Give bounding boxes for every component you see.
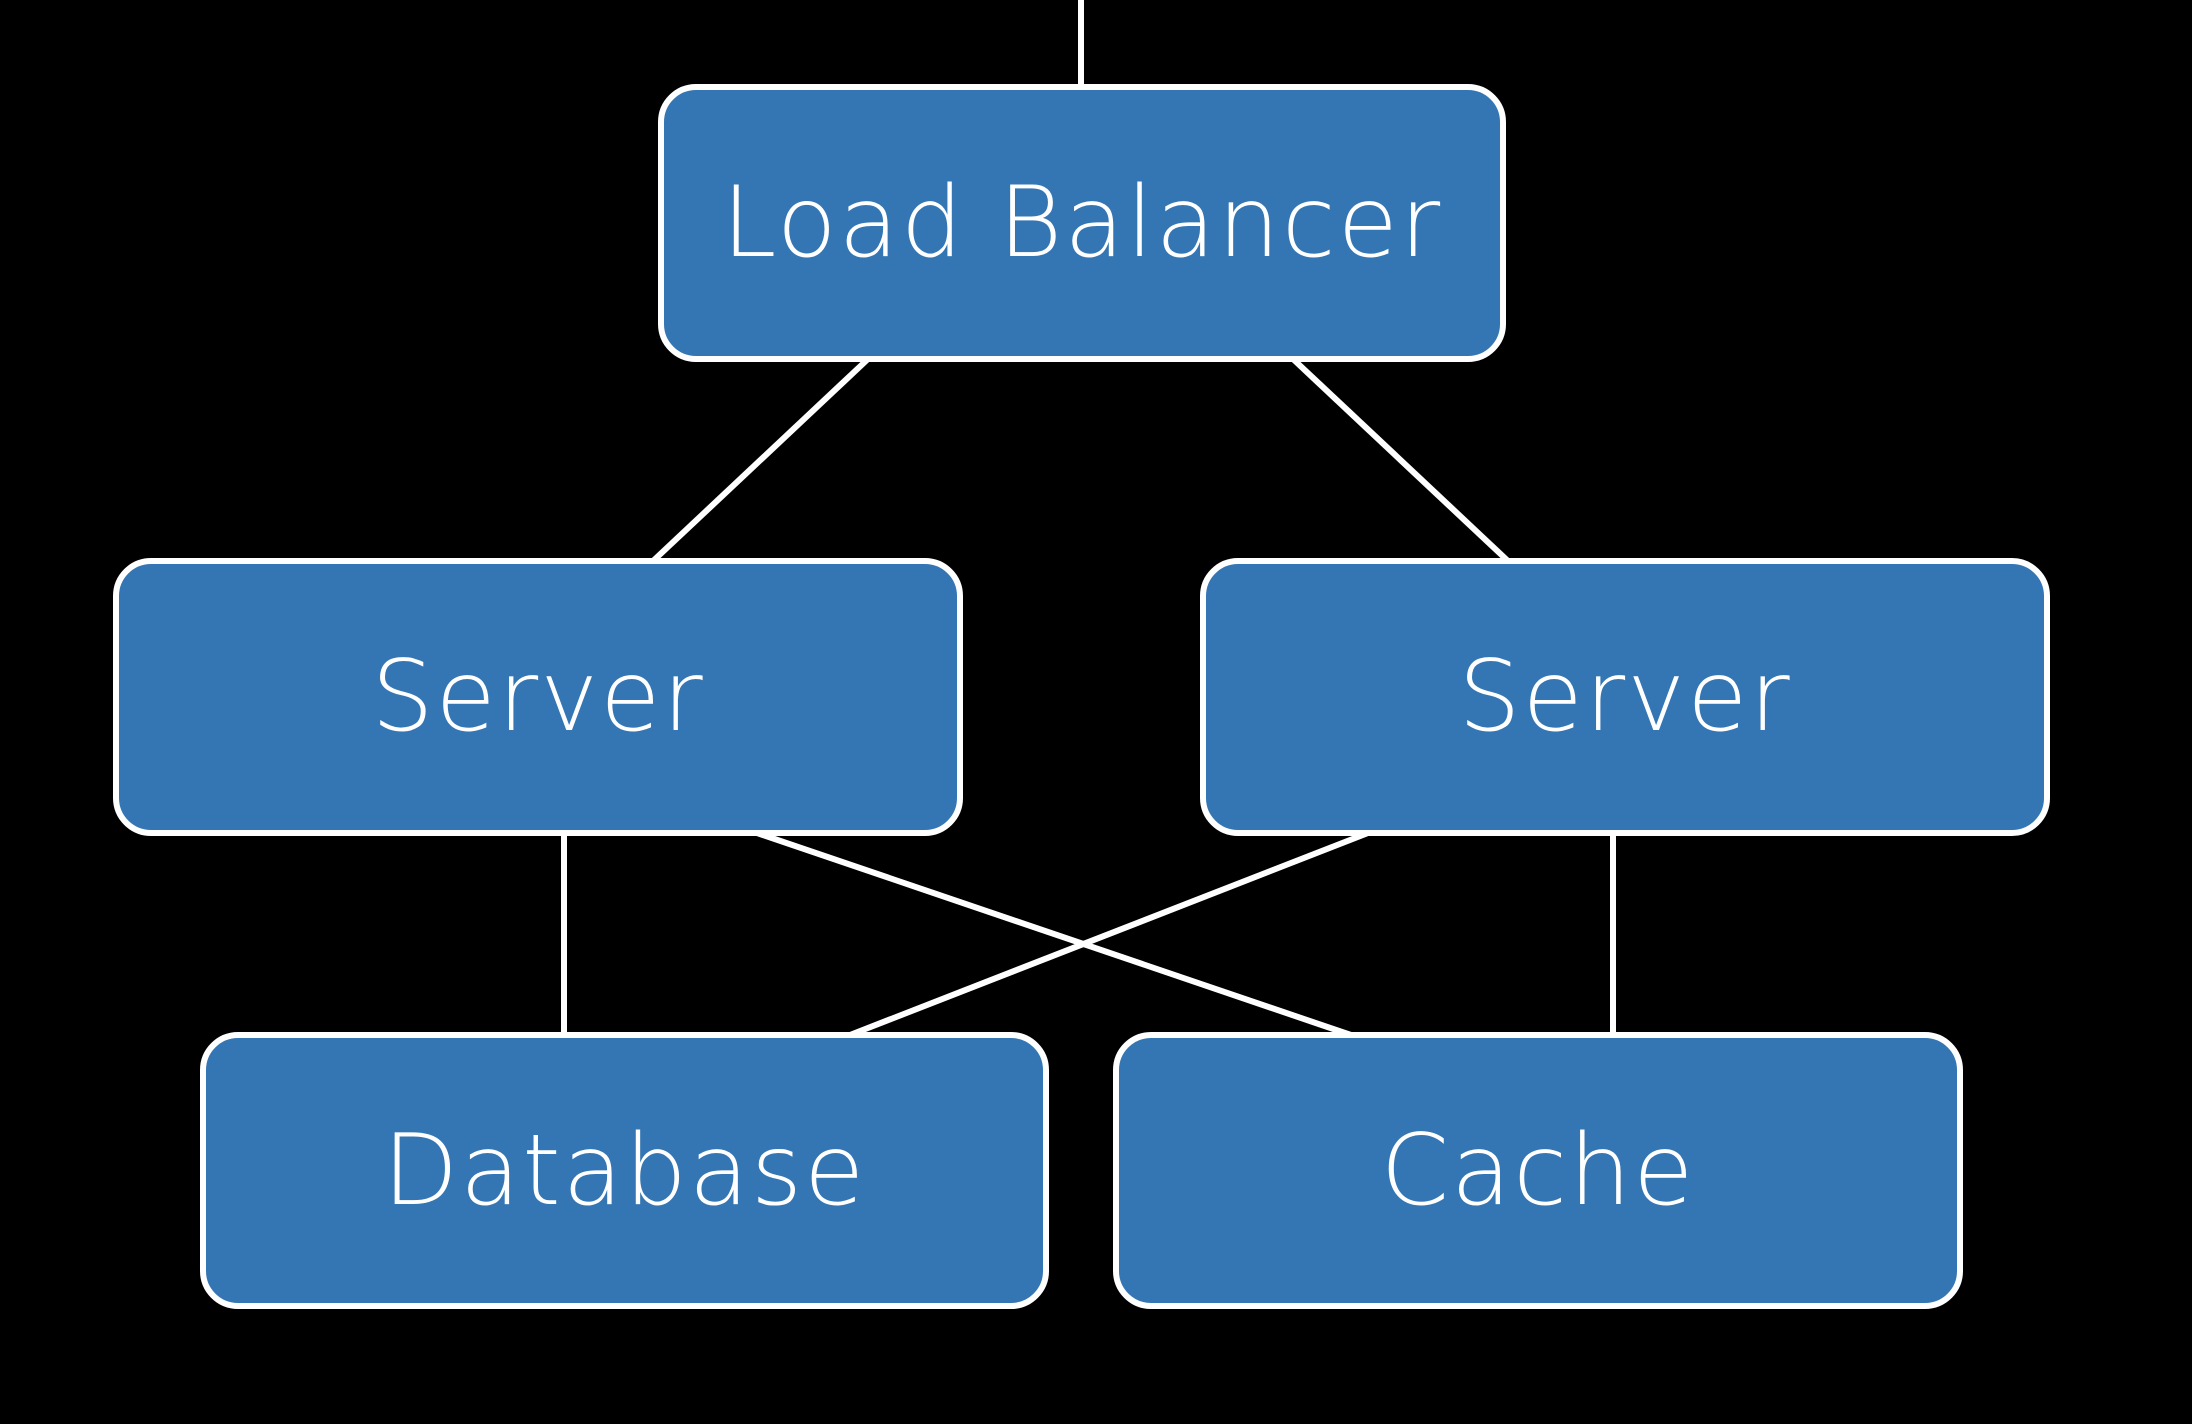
cache-label: Cache [1380, 1113, 1696, 1228]
edge-server-left-to-cache [756, 830, 1352, 1038]
server-left-node: Server [113, 558, 963, 836]
edge-load-balancer-to-server-left [650, 356, 871, 564]
server-right-node: Server [1200, 558, 2050, 836]
database-label: Database [382, 1113, 867, 1228]
edge-server-right-to-database [848, 830, 1370, 1038]
server-left-label: Server [371, 640, 705, 754]
database-node: Database [200, 1032, 1049, 1309]
load-balancer-node: Load Balancer [658, 84, 1506, 362]
edge-load-balancer-to-server-right [1290, 356, 1511, 564]
server-right-label: Server [1458, 640, 1792, 754]
load-balancer-label: Load Balancer [721, 166, 1443, 280]
cache-node: Cache [1113, 1032, 1963, 1309]
